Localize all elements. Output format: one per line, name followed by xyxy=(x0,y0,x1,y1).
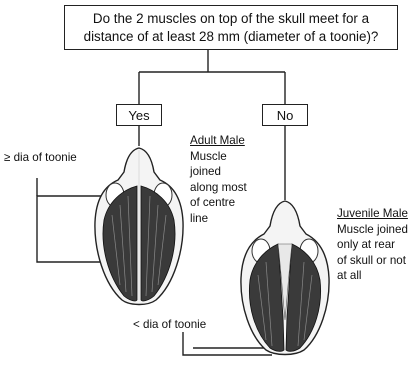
juvenile-desc-line: at all xyxy=(337,268,408,284)
adult-desc-line: of centre xyxy=(190,195,247,211)
adult-desc-line: along most xyxy=(190,180,247,196)
juvenile-desc-line: Muscle joined xyxy=(337,222,408,238)
adult-desc-line: joined xyxy=(190,164,247,180)
yes-answer-box: Yes xyxy=(116,104,162,126)
juvenile-male-description: Juvenile Male Muscle joined only at rear… xyxy=(337,206,408,284)
adult-male-description: Adult Male Muscle joined along most of c… xyxy=(190,133,247,227)
adult-desc-line: Muscle xyxy=(190,149,247,165)
juvenile-desc-line: of skull or not xyxy=(337,253,408,269)
juvenile-desc-line: only at rear xyxy=(337,237,408,253)
no-answer-box: No xyxy=(262,104,308,126)
juvenile-male-title: Juvenile Male xyxy=(337,206,408,222)
question-line-2: distance of at least 28 mm (diameter of … xyxy=(84,29,379,44)
question-line-1: Do the 2 muscles on top of the skull mee… xyxy=(93,11,369,26)
juvenile-skull-illustration xyxy=(241,201,329,355)
adult-male-title: Adult Male xyxy=(190,133,247,149)
adult-measure-label: ≥ dia of toonie xyxy=(4,150,77,166)
adult-skull-illustration xyxy=(95,148,183,305)
juvenile-measure-label: < dia of toonie xyxy=(133,317,206,333)
adult-desc-line: line xyxy=(190,211,247,227)
question-box: Do the 2 muscles on top of the skull mee… xyxy=(64,5,398,50)
yes-label: Yes xyxy=(128,108,149,123)
no-label: No xyxy=(277,108,294,123)
